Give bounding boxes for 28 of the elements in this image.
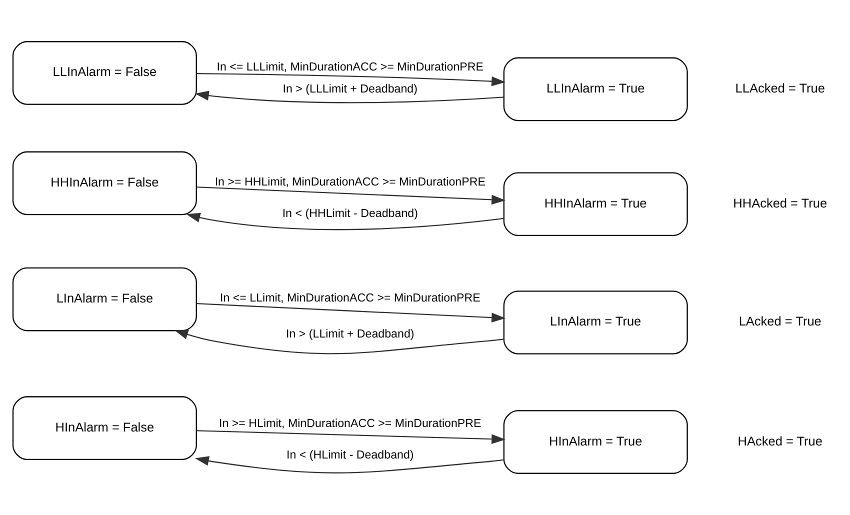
node-box: HHInAlarm = False [12, 151, 197, 216]
label: LLAcked = True [735, 80, 825, 96]
label: HAcked = True [738, 433, 822, 448]
edge-label: In > (LLLimit + Deadband) [282, 82, 418, 96]
arrow [196, 303, 506, 322]
label: LAcked = True [738, 314, 822, 329]
edge-label: In >= HLimit, MinDurationACC >= MinDurationPRE [219, 416, 482, 430]
edge-label: In > (LLimit + Deadband) [286, 328, 414, 341]
node-box: LInAlarm = True [503, 290, 688, 354]
arrow [186, 212, 504, 230]
edge-label: In < (HHLimit - Deadband) [282, 206, 418, 220]
edge-label: In <= LLLimit, MinDurationACC >= MinDurationPRE [216, 60, 484, 74]
arrow [196, 72, 506, 86]
arrow [194, 456, 504, 474]
arrow [194, 90, 504, 104]
node-box: LLInAlarm = True [503, 57, 688, 122]
node-box: HInAlarm = False [12, 396, 197, 460]
arrow [196, 186, 506, 205]
edge-label: In < (HLimit - Deadband) [286, 448, 414, 462]
edge-label: In >= HHLimit, MinDurationACC >= MinDurationPRE [214, 176, 486, 189]
arrow [174, 330, 504, 354]
node-box: HInAlarm = True [503, 410, 688, 474]
arrow [196, 430, 506, 444]
label: HHAcked = True [733, 195, 828, 210]
edge-label: In <= LLimit, MinDurationACC >= MinDurationPRE [220, 292, 480, 305]
node-box: HHInAlarm = True [503, 172, 688, 236]
node-box: LInAlarm = False [12, 267, 197, 332]
node-box: LLInAlarm = False [12, 41, 197, 105]
